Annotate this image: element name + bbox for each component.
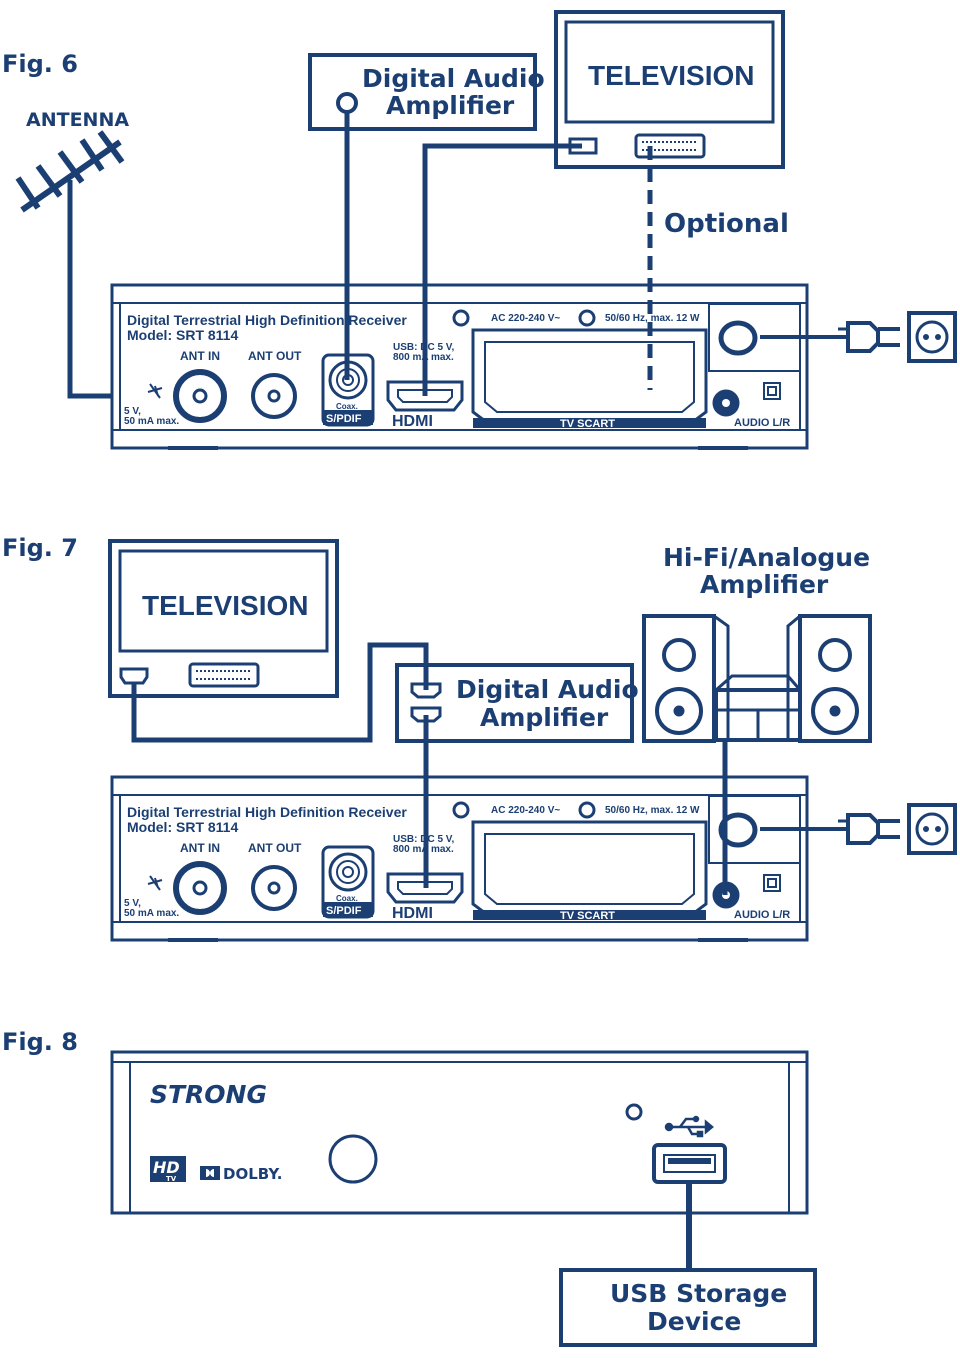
svg-text:TV SCART: TV SCART [560,910,615,922]
svg-text:S/PDIF: S/PDIF [326,413,362,425]
svg-text:Model: SRT 8114: Model: SRT 8114 [127,819,238,835]
svg-text:5 V,: 5 V, [124,406,141,417]
fig7-hdmi-tv-cable [131,642,429,743]
usb-port-icon[interactable] [652,1143,727,1184]
fig6-amplifier-line1: Digital Audio [362,64,545,93]
svg-text:Model: SRT 8114: Model: SRT 8114 [127,327,238,343]
usb-device-line2: Device [647,1307,741,1336]
hifi-line2: Amplifier [700,570,829,599]
dolby-text: DOLBY. [223,1165,282,1183]
svg-text:5 V,: 5 V, [124,898,141,909]
left-speaker-icon [642,614,730,743]
right-speaker-icon [786,614,872,743]
svg-text:S/PDIF: S/PDIF [326,905,362,917]
svg-text:AUDIO L/R: AUDIO L/R [734,417,790,429]
svg-text:AC 220-240 V~: AC 220-240 V~ [491,805,560,816]
fig8-label: Fig. 8 [2,1028,78,1056]
fig7-label: Fig. 7 [2,534,78,562]
hdmi-cable [422,143,582,396]
usb-symbol-icon [664,1115,714,1138]
svg-text:AC 220-240 V~: AC 220-240 V~ [491,313,560,324]
svg-text:800 mA max.: 800 mA max. [393,352,454,363]
svg-text:50/60 Hz, max. 12 W: 50/60 Hz, max. 12 W [605,805,700,816]
svg-text:50 mA max.: 50 mA max. [124,908,179,919]
fig6-antenna-label: ANTENNA [26,109,129,131]
svg-text:Coax.: Coax. [336,402,358,411]
fig6-receiver-panel [112,285,807,450]
power-button-icon[interactable] [328,1134,378,1184]
svg-text:50 mA max.: 50 mA max. [124,416,179,427]
svg-text:AUDIO L/R: AUDIO L/R [734,909,790,921]
usb-storage-device: USB Storage Device [559,1268,817,1347]
fig6-television-label: TELEVISION [588,60,754,91]
svg-text:Coax.: Coax. [336,894,358,903]
usb-device-line1: USB Storage [610,1279,787,1308]
receiver-front-panel: STRONG HD TV DOLBY. [110,1050,809,1215]
led-indicator [625,1103,643,1121]
svg-text:TV SCART: TV SCART [560,418,615,430]
svg-text:ANT IN: ANT IN [180,841,220,855]
hifi-unit-icon [714,674,802,742]
hd-logo: HD [153,1158,180,1177]
svg-text:ANT OUT: ANT OUT [248,841,302,855]
figure-6: Fig. 6 ANTENNA Digital Audio Amplifier T… [2,10,957,450]
fig7-digital-audio-amplifier: Digital Audio Amplifier [395,663,639,743]
dolby-logo-icon [200,1166,220,1180]
fig6-panel-text: Digital Terrestrial High Definition Rece… [124,312,790,430]
fig7-amplifier-line1: Digital Audio [456,675,639,704]
svg-text:Digital Terrestrial High Defin: Digital Terrestrial High Definition Rece… [127,312,407,328]
svg-text:800 mA max.: 800 mA max. [393,844,454,855]
fig6-amplifier-line2: Amplifier [386,91,515,120]
fig6-optional-label: Optional [664,209,789,239]
fig6-television: TELEVISION [554,10,785,169]
hifi-line1: Hi-Fi/Analogue [663,543,870,572]
tv-logo: TV [166,1175,177,1183]
fig6-label: Fig. 6 [2,50,78,78]
svg-text:USB: DC 5 V,: USB: DC 5 V, [393,342,455,353]
hifi-amplifier: Hi-Fi/Analogue Amplifier [642,543,872,743]
figure-7: Fig. 7 TELEVISION Digital Audio Amplifie… [2,534,957,942]
fig7-receiver-panel [112,777,807,942]
digital-audio-amplifier: Digital Audio Amplifier [308,53,545,131]
svg-text:HDMI: HDMI [392,413,433,430]
svg-text:ANT OUT: ANT OUT [248,349,302,363]
fig7-panel-text: Digital Terrestrial High Definition Rece… [124,804,790,922]
svg-text:HDMI: HDMI [392,905,433,922]
strong-logo: STRONG [150,1080,267,1109]
fig7-television: TELEVISION [108,539,339,698]
figure-8: Fig. 8 STRONG HD TV DOLBY. [2,1028,817,1347]
svg-text:50/60 Hz, max. 12 W: 50/60 Hz, max. 12 W [605,313,700,324]
hd-logo-badge [150,1156,186,1182]
fig7-television-label: TELEVISION [142,590,308,621]
fig7-amplifier-line2: Amplifier [480,703,609,732]
antenna-icon [15,130,125,213]
svg-text:ANT IN: ANT IN [180,349,220,363]
svg-text:Digital Terrestrial High Defin: Digital Terrestrial High Definition Rece… [127,804,407,820]
